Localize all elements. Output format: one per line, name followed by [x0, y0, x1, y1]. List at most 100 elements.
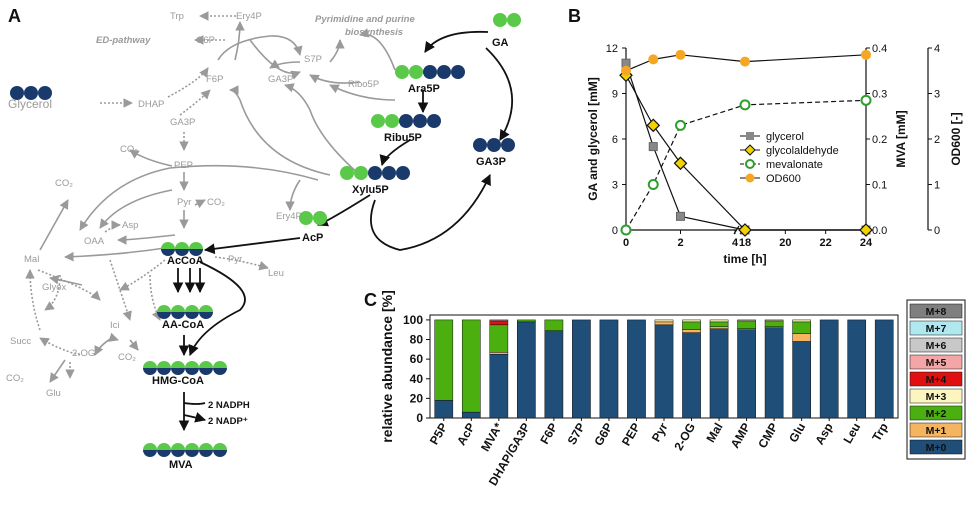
label-2og: 2-OG [72, 348, 95, 359]
legend-label: M+5 [926, 357, 947, 369]
legend-label: M+7 [926, 323, 947, 335]
legend-swatch [909, 439, 963, 455]
label-pyrimidine: Pyrimidine and purine [315, 14, 415, 25]
legend-swatch [909, 354, 963, 370]
bar-M+1 [489, 352, 509, 355]
tick-label-x: 0 [623, 237, 629, 249]
label-ed-pathway: ED-pathway [96, 35, 151, 46]
point-mevalonate [620, 224, 632, 236]
tick-label-y: 100 [403, 313, 423, 327]
label-pep: PEP [174, 160, 193, 171]
half-coin-bottom [213, 368, 227, 375]
y-axis-label-mva: MVA [mM] [894, 110, 908, 167]
bar-M+4 [489, 320, 509, 326]
tick-label-left: 12 [606, 43, 618, 55]
tick-label-x: 22 [820, 237, 832, 249]
tick-label-mva: 0.4 [872, 43, 887, 55]
category-label: S7P [565, 421, 588, 448]
tick-label-x: 24 [860, 237, 873, 249]
label-pyr: Pyr [177, 197, 191, 208]
half-coin-top [213, 443, 227, 450]
half-coin-top [199, 443, 213, 450]
label-ery4p-bottom: Ery4P [276, 211, 302, 222]
bar-M+0 [792, 341, 811, 419]
y-axis-label-left: GA and glycerol [mM] [586, 77, 600, 201]
legend-label: M+2 [926, 408, 947, 420]
half-coin-bottom [161, 249, 175, 256]
label-oaa: OAA [84, 236, 105, 247]
tick-label-left: 6 [612, 134, 618, 146]
label-nadph: 2 NADPH [208, 400, 250, 411]
point-glycolaldehyde [738, 223, 752, 237]
category-label: 2-OG [671, 421, 698, 453]
tick-label-x: 20 [779, 237, 791, 249]
point-OD600 [861, 49, 871, 60]
tick-label-left: 9 [612, 89, 618, 101]
tick-label-od: 0 [934, 225, 940, 237]
half-coin-bottom [171, 450, 185, 457]
label-ribu5p: Ribu5P [384, 132, 422, 144]
bar-M+0 [682, 332, 701, 419]
bar-M+2 [709, 321, 729, 328]
half-coin-bottom [213, 450, 227, 457]
half-coin-top [213, 361, 227, 368]
point-glycolaldehyde [673, 156, 688, 171]
label-accoa: AcCoA [167, 255, 204, 267]
half-coin-bottom [143, 368, 157, 375]
label-pyr2: Pyr [228, 254, 242, 265]
point-OD600 [648, 54, 659, 65]
half-coin-top [143, 361, 157, 368]
bar-M+2 [461, 319, 481, 413]
tick-label-od: 1 [934, 180, 940, 192]
bar-M+2 [764, 320, 784, 328]
tick-label-x: 2 [677, 237, 683, 249]
label-leu: Leu [268, 268, 284, 279]
legend-swatch [909, 371, 963, 387]
pathway-diagram: Trp Ery4P G6P ED-pathway F6P S7P GA3P Ri… [6, 11, 521, 471]
point-glycerol [676, 211, 685, 221]
legend-label: M+6 [926, 340, 947, 352]
half-coin-bottom [199, 368, 213, 375]
half-coin-bottom [157, 450, 171, 457]
label-ici: Ici [110, 320, 120, 331]
legend-swatch [909, 337, 963, 353]
panel-c-letter: C [364, 290, 377, 310]
half-coin-top [171, 305, 185, 312]
tick-label-y: 60 [410, 352, 424, 366]
half-coin-top [171, 443, 185, 450]
bar-M+1 [682, 329, 701, 333]
half-coin-top [171, 361, 185, 368]
half-coin-top [157, 305, 171, 312]
point-glycerol [648, 142, 658, 152]
point-OD600 [740, 56, 750, 67]
panel-b-letter: B [568, 6, 581, 26]
label-g6p: G6P [196, 35, 215, 46]
bar-M+3 [682, 319, 701, 323]
x-axis-label: time [h] [723, 252, 766, 266]
label-co2-3: CO₂ [207, 197, 225, 208]
category-label: Leu [841, 421, 864, 446]
label-succ: Succ [10, 336, 31, 347]
half-coin-top [157, 443, 171, 450]
legend-label: M+1 [926, 425, 947, 437]
legend-swatch [909, 320, 963, 336]
bar-M+2 [544, 319, 564, 331]
label-acp: AcP [302, 232, 323, 244]
tick-label-x: 18 [739, 237, 751, 249]
label-nadp: 2 NADP⁺ [208, 416, 248, 427]
half-coin-bottom [171, 312, 185, 319]
bar-M+3 [709, 319, 729, 323]
category-label: Glu [786, 421, 808, 445]
carbon-atom-markers [10, 13, 521, 225]
half-coin-bottom [199, 450, 213, 457]
label-ga: GA [492, 37, 509, 49]
point-mevalonate [647, 179, 659, 190]
half-coin-top [185, 443, 199, 450]
tick-label-left: 0 [612, 225, 618, 237]
label-xylu5p: Xylu5P [352, 184, 389, 196]
label-mal: Mal [24, 254, 39, 265]
tick-label-y: 20 [410, 391, 424, 405]
label-aacoa: AA-CoA [162, 319, 204, 331]
label-ribo5p: Ribo5P [348, 79, 379, 90]
